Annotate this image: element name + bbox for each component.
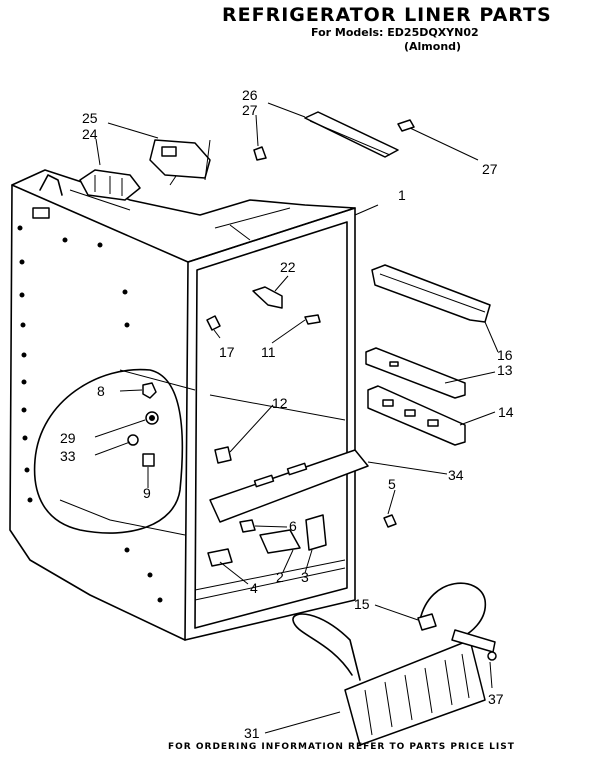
- callout-12: 12: [272, 395, 288, 411]
- part-13-rail: [365, 347, 466, 399]
- callout-29: 29: [60, 430, 76, 446]
- callout-8: 8: [97, 383, 105, 399]
- callout-33: 33: [60, 448, 76, 464]
- part-26-channel: [304, 111, 399, 158]
- callout-4: 4: [250, 580, 258, 596]
- part-11-screw: [304, 314, 321, 325]
- lower-parts: [207, 449, 397, 567]
- callout-14: 14: [498, 404, 514, 420]
- callout-24: 24: [82, 126, 98, 142]
- callout-34: 34: [448, 467, 464, 483]
- part-15-thermostat: [417, 613, 437, 631]
- callout-9: 9: [143, 485, 151, 501]
- callout-11: 11: [261, 344, 276, 360]
- part-17-clip: [206, 315, 221, 331]
- callout-25: 25: [82, 110, 98, 126]
- footer-note: FOR ORDERING INFORMATION REFER TO PARTS …: [168, 742, 515, 752]
- callout-2: 2: [276, 569, 284, 585]
- part-12-clip: [214, 446, 232, 464]
- part-22-bracket: [252, 286, 283, 309]
- callout-16: 16: [497, 347, 513, 363]
- control-housing: [39, 139, 211, 201]
- callout-labels: 25 24 26 27 27 1 22 17 11 12 16 13 14 8 …: [60, 87, 514, 741]
- callout-5: 5: [388, 476, 396, 492]
- models-line: For Models: ED25DQXYN02: [311, 26, 479, 39]
- part-4-block: [207, 548, 233, 567]
- color-line: (Almond): [404, 40, 462, 53]
- part-33-knob: [127, 434, 139, 446]
- callout-3: 3: [301, 569, 309, 585]
- callout-27-left: 27: [242, 102, 258, 118]
- right-shelves: [365, 264, 491, 446]
- callout-13: 13: [497, 362, 513, 378]
- part-5-screw: [383, 514, 397, 528]
- callout-37: 37: [488, 691, 504, 707]
- detail-circle: [33, 368, 184, 534]
- callout-6: 6: [289, 518, 297, 534]
- part-27-screw-right: [397, 119, 415, 132]
- part-6-clip: [239, 519, 256, 533]
- part-9-bracket: [142, 453, 155, 467]
- part-3-bracket: [305, 514, 327, 551]
- callout-1: 1: [398, 187, 406, 203]
- callout-26: 26: [242, 87, 258, 103]
- callout-17: 17: [219, 344, 235, 360]
- leader-lines: [94, 102, 499, 734]
- callout-22: 22: [280, 259, 296, 275]
- top-channel: [253, 111, 415, 161]
- part-8-clip: [142, 382, 157, 399]
- part-16-rail: [371, 264, 491, 323]
- interior-parts: [206, 286, 321, 464]
- part-31-heater: [344, 639, 486, 746]
- part-34-cover: [209, 449, 369, 523]
- part-27-screw-left: [253, 146, 267, 161]
- callout-15: 15: [354, 596, 370, 612]
- part-25-cover: [149, 139, 211, 179]
- part-2-bracket: [259, 529, 301, 554]
- callout-31: 31: [244, 725, 260, 741]
- callout-27-right: 27: [482, 161, 498, 177]
- heater-assembly: [292, 582, 497, 746]
- liner-box: [9, 169, 356, 641]
- page-title: REFRIGERATOR LINER PARTS: [222, 4, 552, 26]
